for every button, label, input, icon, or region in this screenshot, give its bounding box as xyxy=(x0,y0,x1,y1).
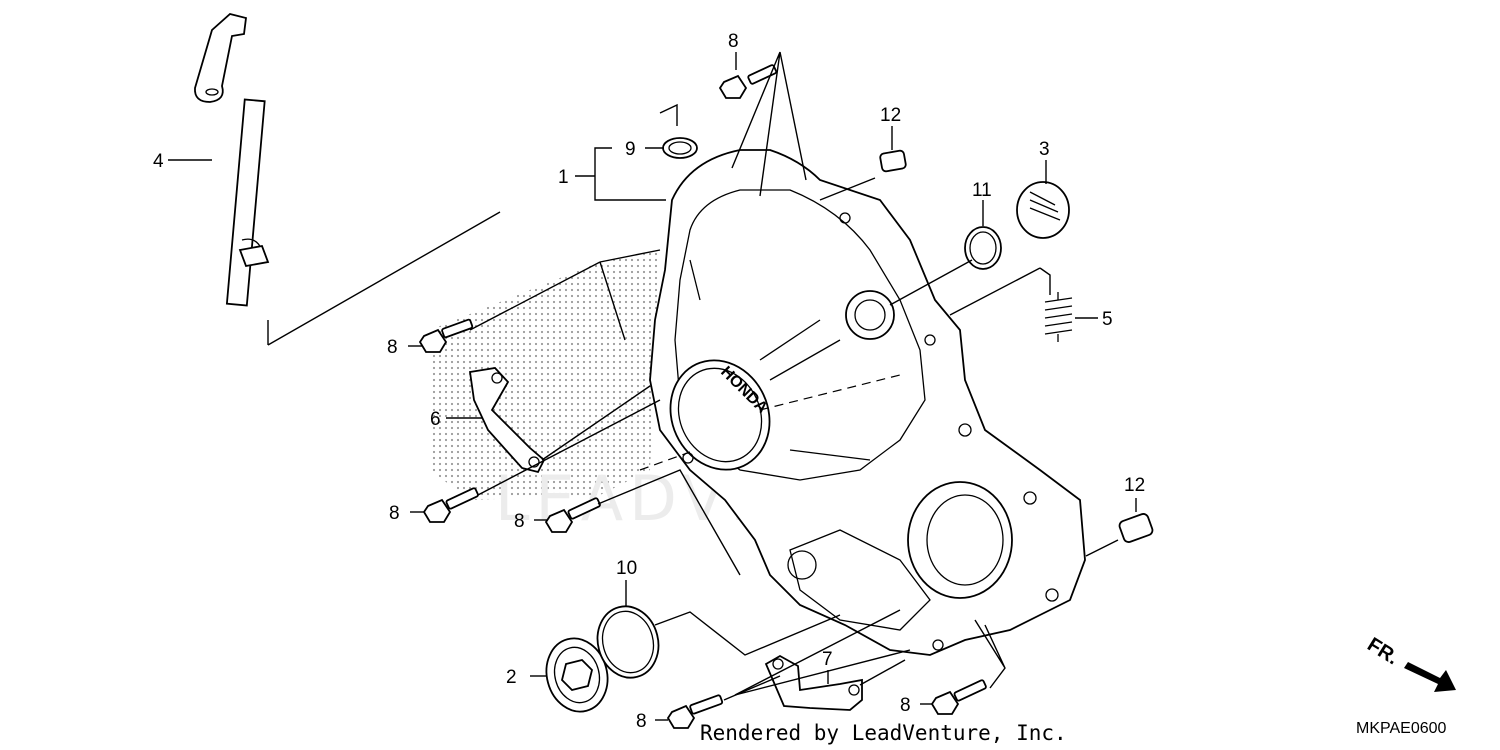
callout-8-bottom-right: 8 xyxy=(900,695,911,716)
stipple-shadow xyxy=(430,250,660,500)
callout-3: 3 xyxy=(1039,139,1050,160)
bolt-8-bottom-right[interactable] xyxy=(930,679,987,715)
callout-10: 10 xyxy=(616,558,637,579)
callout-8-bottom-left: 8 xyxy=(636,711,647,732)
leader-lines xyxy=(168,51,1137,721)
spring-part[interactable] xyxy=(1044,292,1073,342)
bracket-7-part[interactable] xyxy=(764,654,863,711)
callout-7: 7 xyxy=(822,649,833,670)
front-direction-label: FR. xyxy=(1363,634,1402,670)
callout-8-left-upper: 8 xyxy=(387,337,398,358)
seal-9-part[interactable] xyxy=(662,137,698,159)
callout-12-lower: 12 xyxy=(1124,475,1145,496)
callout-8-centre: 8 xyxy=(514,511,525,532)
callout-5: 5 xyxy=(1102,309,1113,330)
bolt-8-centre[interactable] xyxy=(544,497,601,533)
oil-filler-cap-part[interactable] xyxy=(1016,181,1070,239)
centre-line xyxy=(759,374,901,411)
o-ring-11-part[interactable] xyxy=(964,226,1002,270)
callout-2: 2 xyxy=(506,667,517,688)
o-ring-10-part[interactable] xyxy=(590,599,667,684)
callouts: 4 1 9 8 12 3 11 5 8 6 8 8 12 10 2 7 8 8 xyxy=(153,31,1145,732)
callout-11: 11 xyxy=(972,180,992,201)
clutch-cover-part[interactable]: HONDA xyxy=(649,149,1086,656)
rendered-by-credit: Rendered by LeadVenture, Inc. xyxy=(700,721,1067,745)
callout-6: 6 xyxy=(430,409,441,430)
callout-8-top: 8 xyxy=(728,31,739,52)
callout-4: 4 xyxy=(153,151,164,172)
shift-lever-part[interactable] xyxy=(194,13,270,307)
front-direction-arrow-icon xyxy=(1404,662,1456,692)
centre-line-2 xyxy=(639,451,691,471)
front-direction-indicator: FR. xyxy=(1363,634,1456,692)
callout-12-upper: 12 xyxy=(880,105,901,126)
dowel-pin-lower[interactable] xyxy=(1118,513,1154,544)
dowel-pin-upper[interactable] xyxy=(879,149,907,173)
callout-1: 1 xyxy=(558,167,569,188)
bolt-8-top[interactable] xyxy=(718,64,778,99)
bolt-8-left-lower[interactable] xyxy=(422,487,479,523)
bolt-8-bottom-left[interactable] xyxy=(666,694,724,729)
callout-8-left-lower: 8 xyxy=(389,503,400,524)
diagram-code: MKPAE0600 xyxy=(1356,720,1447,737)
callout-9: 9 xyxy=(625,139,636,160)
timing-hole-cap-part[interactable] xyxy=(538,631,615,718)
bolt-8-left-upper[interactable] xyxy=(418,318,474,353)
